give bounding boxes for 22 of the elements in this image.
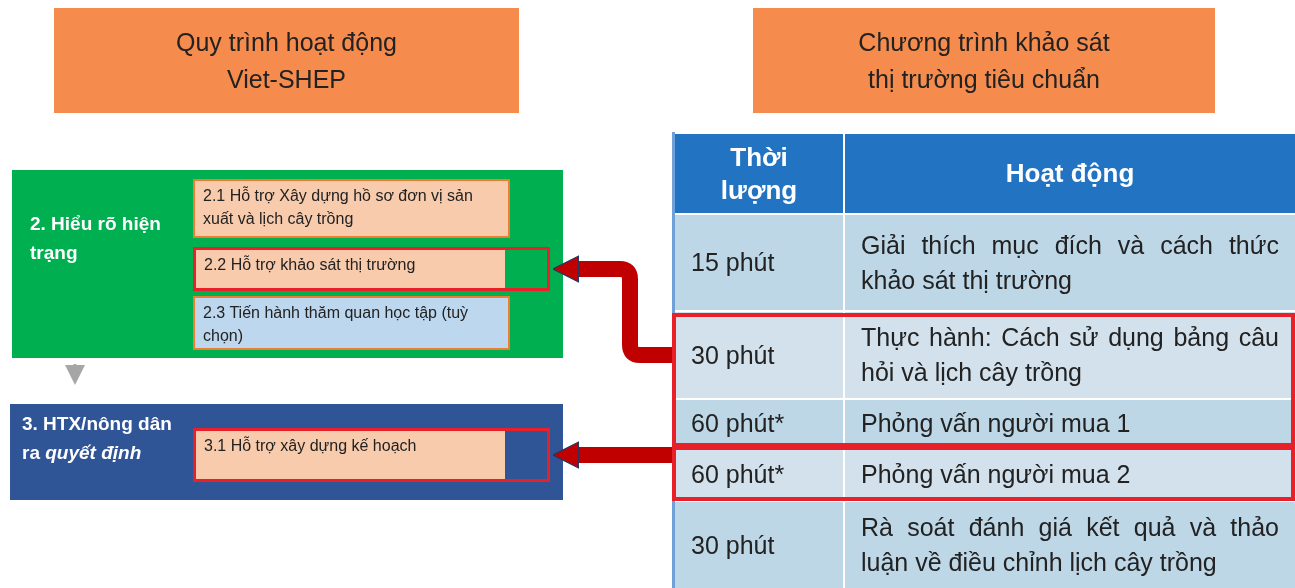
stage-band	[10, 404, 563, 500]
table-cell: Giải thích mục đích và cách thức khảo sát thị trường	[845, 215, 1295, 310]
arrow	[65, 364, 85, 385]
arrow	[552, 255, 672, 363]
stage-title: 2. Hiểu rõ hiện trạng	[30, 212, 162, 265]
step-box: 2.1 Hỗ trợ Xây dựng hồ sơ đơn vị sản xuất và lịch cây trồng	[193, 179, 510, 238]
heading-box: Chương trình khảo sát thị trường tiêu chuẩn	[753, 8, 1215, 113]
header-cell: Thời lượng	[675, 134, 843, 213]
table-cell: 30 phút	[675, 312, 843, 398]
step-box: 2.2 Hỗ trợ khảo sát thị trường	[193, 247, 550, 291]
table-cell: Thực hành: Cách sử dụng bảng câu hỏi và lịch cây trồng	[845, 312, 1295, 398]
stage-band	[12, 170, 563, 358]
table-cell: 15 phút	[675, 215, 843, 310]
stage-title: 3. HTX/nông dân ra quyết định	[22, 412, 172, 465]
table-cell: 30 phút	[675, 502, 843, 588]
step-box: 2.3 Tiến hành thăm quan học tập (tuỳ chọn)	[193, 296, 510, 350]
step-box: 3.1 Hỗ trợ xây dựng kế hoạch	[193, 428, 550, 482]
table-cell: Rà soát đánh giá kết quả và thảo luận về điều chỉnh lịch cây trồng	[845, 502, 1295, 588]
header-cell: Hoạt động	[845, 134, 1295, 213]
arrow	[552, 441, 672, 469]
highlight-frame	[672, 446, 1295, 501]
heading-box: Quy trình hoạt động Viet-SHEP	[54, 8, 519, 113]
